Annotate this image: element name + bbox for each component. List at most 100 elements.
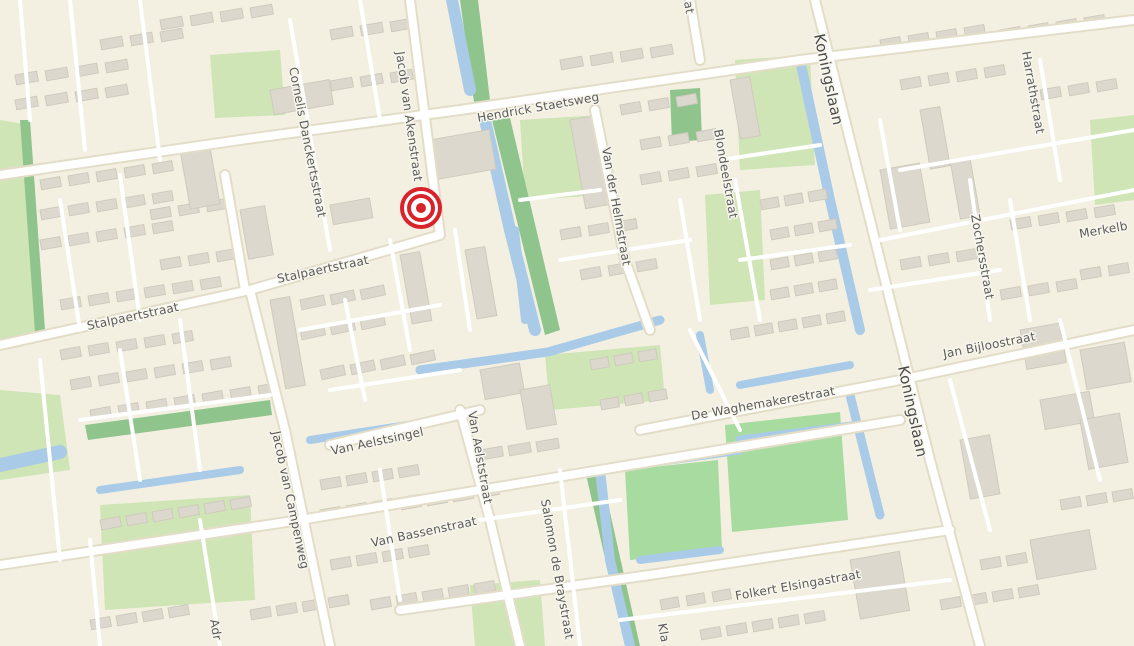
building (559, 225, 583, 241)
building (39, 235, 63, 251)
building (239, 205, 274, 260)
building (675, 92, 699, 108)
building (519, 384, 558, 430)
building (399, 250, 433, 325)
building (87, 341, 111, 357)
building (927, 71, 951, 87)
building (104, 83, 129, 99)
building (803, 609, 827, 625)
building (613, 352, 635, 367)
building (1085, 491, 1109, 507)
building (187, 251, 211, 267)
building (729, 326, 751, 341)
building (667, 166, 691, 182)
building (793, 282, 815, 297)
building (1037, 211, 1061, 227)
building (1095, 77, 1119, 93)
building (999, 285, 1023, 301)
building (89, 615, 113, 631)
building (209, 355, 233, 371)
building (623, 392, 645, 407)
building (159, 15, 184, 31)
building (1059, 495, 1083, 511)
building (159, 255, 183, 271)
building (299, 294, 327, 311)
target-icon[interactable] (400, 187, 442, 229)
building (659, 596, 681, 611)
building (793, 252, 815, 267)
building (637, 348, 659, 363)
building (579, 265, 603, 281)
building (899, 255, 923, 271)
building (751, 617, 775, 633)
building (409, 349, 437, 366)
building (229, 495, 253, 511)
label-kla: Kla (655, 622, 672, 643)
building (1079, 341, 1132, 390)
building (389, 68, 414, 84)
building (125, 511, 149, 527)
building (559, 55, 584, 71)
building (955, 247, 979, 263)
building (647, 388, 669, 403)
building (1067, 81, 1091, 97)
building (801, 314, 823, 329)
building (123, 163, 147, 179)
building (397, 463, 421, 479)
building (783, 192, 805, 207)
building (329, 197, 374, 226)
building (1055, 277, 1079, 293)
building (1111, 487, 1134, 503)
building (153, 363, 177, 379)
building (769, 286, 791, 301)
building (1029, 529, 1097, 580)
building (991, 587, 1015, 603)
building (769, 256, 791, 271)
building (647, 96, 671, 112)
building (87, 291, 111, 307)
building (699, 625, 723, 641)
building (104, 58, 129, 74)
building (171, 279, 195, 295)
building (619, 100, 643, 116)
building (955, 67, 979, 83)
building (359, 284, 387, 301)
building (151, 219, 175, 235)
building (143, 283, 167, 299)
building (825, 310, 847, 325)
building (899, 75, 923, 91)
building (1027, 281, 1051, 297)
building (141, 607, 165, 623)
building (167, 603, 191, 619)
building (275, 601, 299, 617)
building (479, 445, 504, 461)
building (635, 257, 659, 273)
building (817, 248, 839, 263)
building (329, 555, 353, 571)
building (589, 51, 614, 67)
building (99, 35, 124, 51)
building (69, 375, 93, 391)
building (329, 76, 354, 92)
building (759, 196, 781, 211)
building (695, 162, 719, 178)
building (793, 222, 815, 237)
building (249, 605, 273, 621)
label-adr: Adr (207, 618, 224, 641)
building (919, 105, 951, 170)
building (507, 441, 532, 457)
building (203, 499, 227, 515)
building (1093, 203, 1117, 219)
building (95, 227, 119, 243)
building (479, 362, 526, 401)
building (927, 251, 951, 267)
building (1065, 207, 1089, 223)
building (151, 159, 175, 175)
building (619, 47, 644, 63)
building (1107, 261, 1131, 277)
building (983, 63, 1007, 79)
building (319, 364, 347, 381)
building (725, 621, 749, 637)
